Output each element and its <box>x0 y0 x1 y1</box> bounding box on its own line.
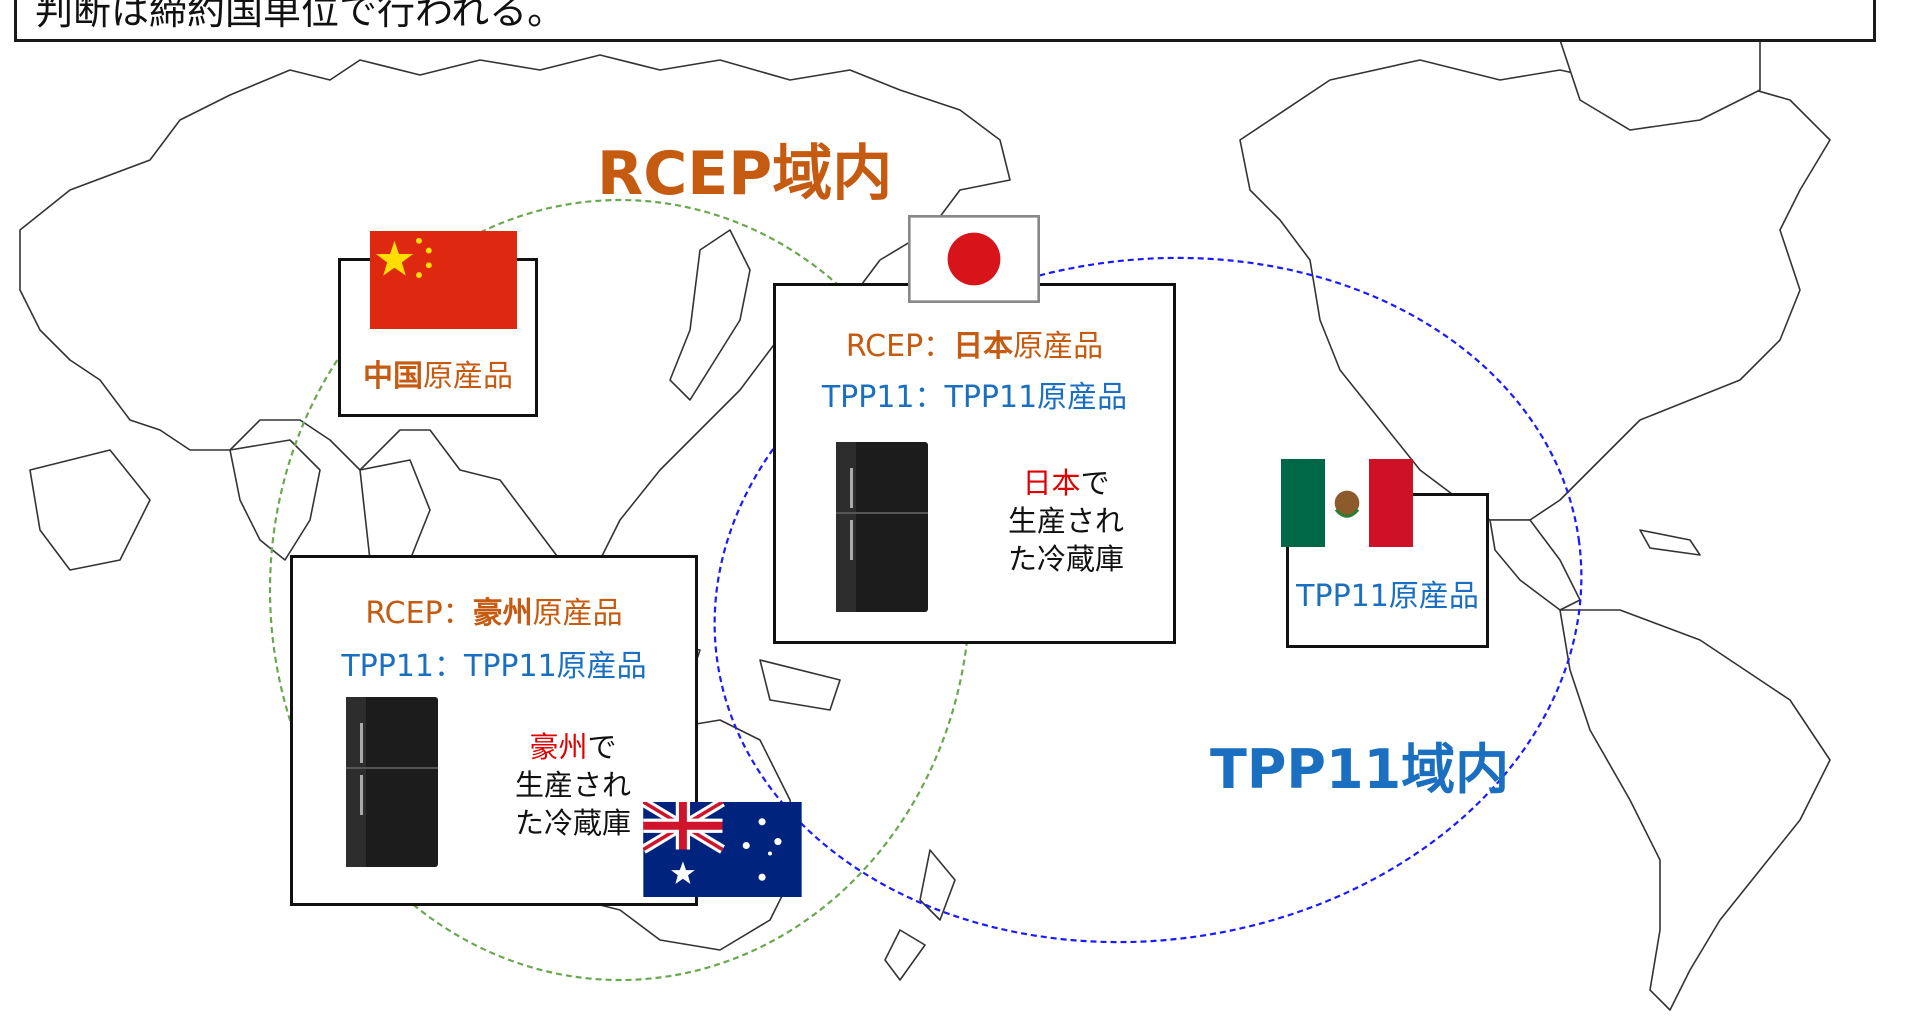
japan-product-country: 日本 <box>1022 466 1081 500</box>
australia-product-line3: た冷蔵庫 <box>514 806 631 840</box>
header-note: 判断は締約国単位で行われる。 <box>35 0 566 33</box>
australia-rcep-prefix: RCEP： <box>365 596 473 631</box>
australia-product-suffix: で <box>587 730 617 764</box>
australia-flag <box>643 802 802 897</box>
mexico-flag <box>1281 459 1413 547</box>
refrigerator-icon <box>836 442 928 612</box>
header-note-box: 判断は締約国単位で行われる。 <box>14 0 1876 42</box>
rcep-region-label: RCEP域内 <box>597 139 893 209</box>
australia-product-country: 豪州 <box>529 730 588 764</box>
australia-tpp-line: TPP11：TPP11原産品 <box>341 649 647 684</box>
japan-product-line3: た冷蔵庫 <box>1007 542 1124 576</box>
japan-flag <box>908 215 1040 303</box>
tpp-region-label: TPP11域内 <box>1210 738 1510 801</box>
japan-tpp-line: TPP11：TPP11原産品 <box>821 380 1128 415</box>
australia-rcep-suffix: 原産品 <box>532 596 623 631</box>
japan-origin-card: RCEP：日本原産品 TPP11：TPP11原産品 日本で 生産され た冷蔵庫 <box>773 283 1176 644</box>
refrigerator-icon <box>346 697 438 867</box>
japan-product-line2: 生産され <box>1007 504 1124 538</box>
mexico-origin-line: TPP11原産品 <box>1296 579 1479 614</box>
japan-rcep-country: 日本 <box>953 329 1014 364</box>
australia-rcep-country: 豪州 <box>472 596 533 631</box>
china-flag <box>370 231 517 329</box>
japan-product-suffix: で <box>1080 466 1110 500</box>
australia-origin-card: RCEP：豪州原産品 TPP11：TPP11原産品 豪州で 生産され た冷蔵庫 <box>290 555 698 906</box>
australia-product-line2: 生産され <box>514 768 631 802</box>
china-country-name: 中国 <box>363 359 423 394</box>
japan-rcep-prefix: RCEP： <box>845 329 954 364</box>
china-origin-suffix: 原産品 <box>423 359 513 394</box>
japan-rcep-suffix: 原産品 <box>1013 329 1104 364</box>
